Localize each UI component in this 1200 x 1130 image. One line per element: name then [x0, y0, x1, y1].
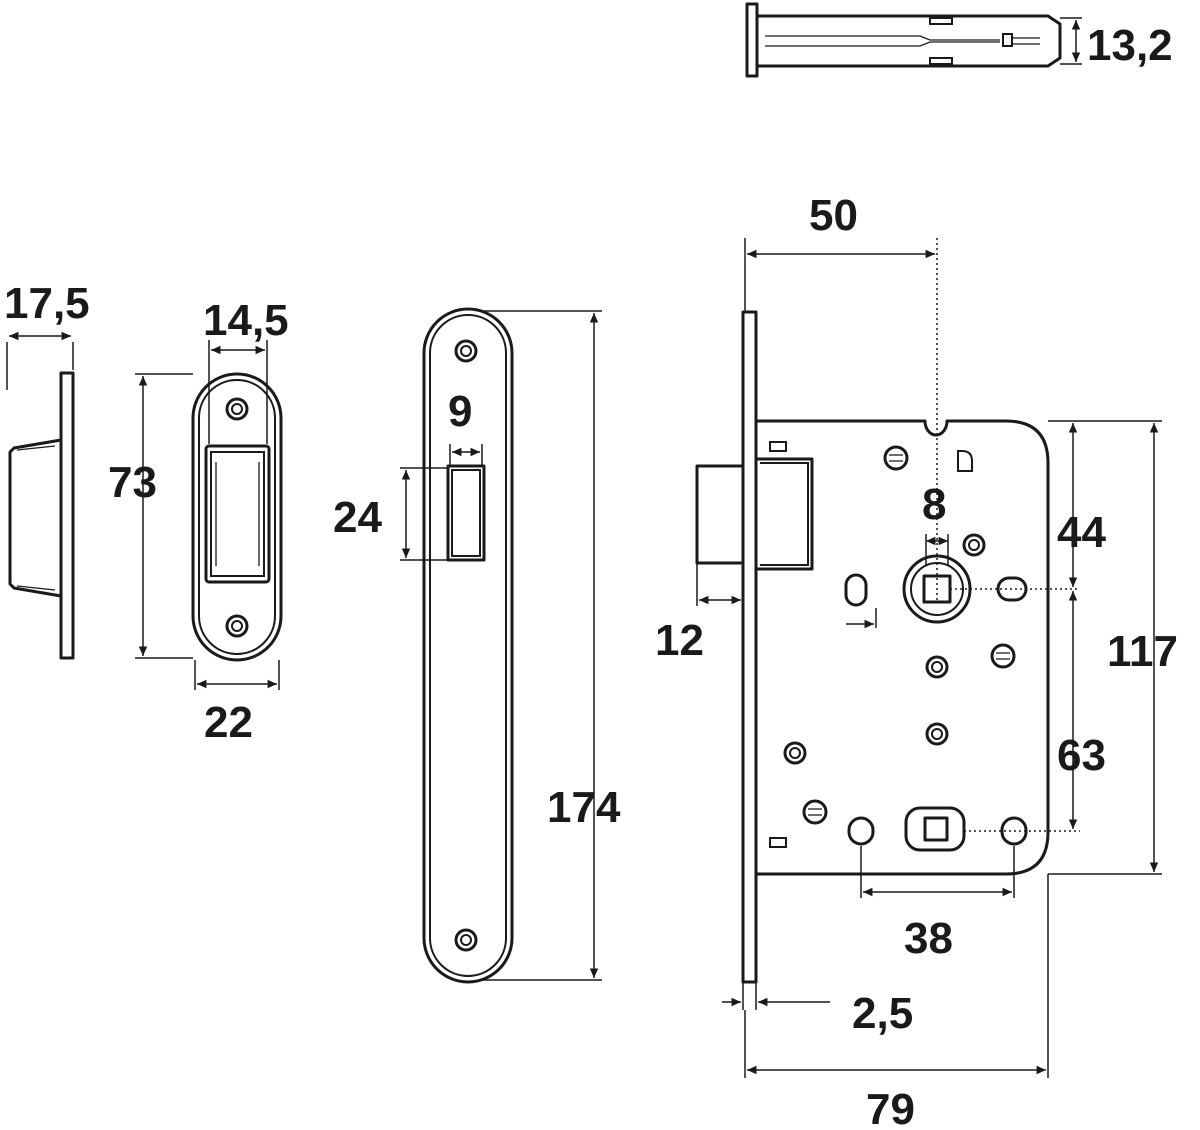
dim-faceplate-length: 174: [547, 783, 621, 832]
screw-icon: [990, 643, 1016, 669]
dim-faceplate-thickness: 2,5: [852, 989, 913, 1038]
dim-spindle-offset-top: 44: [1057, 508, 1106, 557]
dim-strike-height: 73: [108, 458, 157, 507]
dim-faceplate-slot-width: 9: [448, 387, 472, 436]
lock-body-dimensions: [696, 238, 1162, 1078]
dim-spindle-to-lower-distance: 63: [1057, 731, 1106, 780]
dim-faceplate-slot-height: 24: [333, 493, 382, 542]
dim-spindle-size: 8: [922, 480, 946, 529]
dim-backset: 50: [809, 191, 858, 240]
faceplate-front-view: [400, 307, 602, 984]
screw-icon: [802, 799, 828, 825]
screw-icon: [883, 445, 909, 471]
dim-fixing-hole-spacing: 38: [904, 914, 953, 963]
strike-front-view: [135, 340, 283, 690]
dim-body-width: 79: [866, 1085, 915, 1130]
strike-side-view: [6, 331, 75, 660]
dim-body-height: 117: [1107, 627, 1178, 676]
dim-cylinder-thickness: 13,2: [1087, 21, 1173, 70]
dim-strike-depth: 17,5: [4, 279, 90, 328]
lock-body: [695, 310, 1050, 984]
dim-latch-projection: 12: [655, 616, 704, 665]
dim-strike-inner-width: 14,5: [203, 296, 289, 345]
dim-strike-width: 22: [204, 698, 253, 747]
latch-side-view: [745, 2, 1082, 78]
